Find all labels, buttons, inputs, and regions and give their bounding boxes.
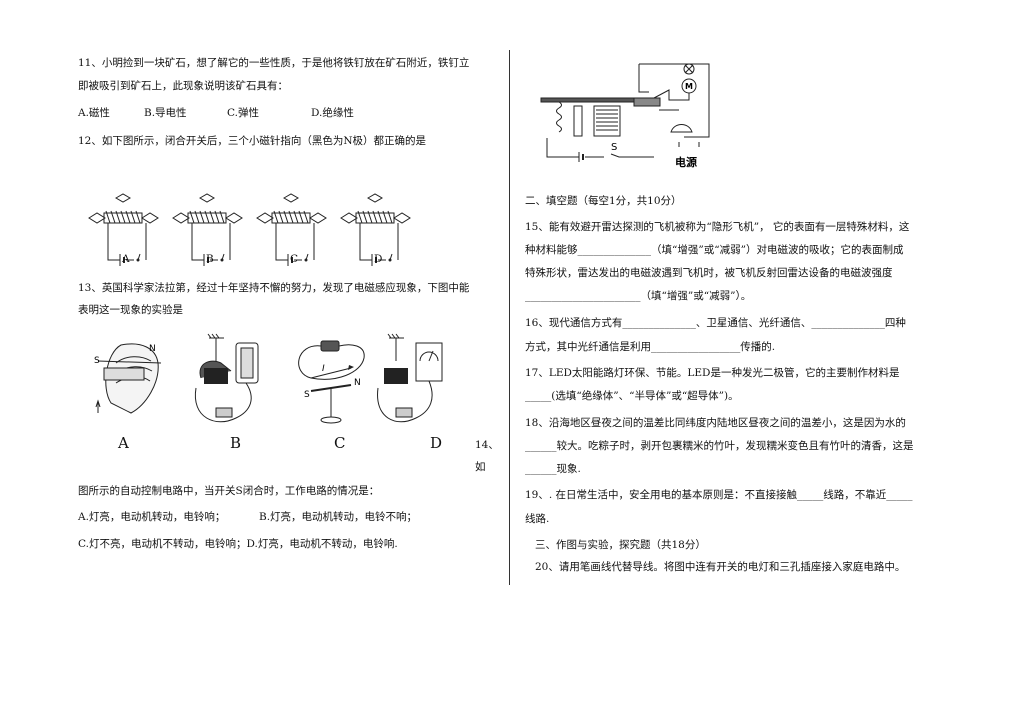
- q13-fig-c: I S N: [298, 340, 365, 424]
- switch-label: S: [611, 142, 617, 153]
- q14-option-a: A.灯亮，电动机转动，电铃响；: [78, 511, 226, 523]
- q13-fig-a: S N: [94, 343, 162, 414]
- q13-line2: 表明这一现象的实验是: [78, 304, 183, 316]
- q13-fig-c-n: N: [354, 378, 361, 388]
- q14-relay-figure: M S 电源: [540, 63, 710, 169]
- section-3-heading: 三、作图与实验，探究题（共18分）: [535, 539, 706, 551]
- q13-fig-a-s: S: [94, 356, 100, 366]
- q13-fig-c-s: S: [304, 390, 310, 400]
- q13-label-c: C: [334, 434, 346, 452]
- q11-line1: 11、小明捡到一块矿石，想了解它的一些性质，于是他将铁钉放在矿石附近，铁钉立: [78, 57, 470, 69]
- q14-number-cont: 如: [475, 461, 486, 473]
- q14-number: 14、: [475, 439, 499, 451]
- q15-line2: 种材料能够______________（填“增强”或“减弱”）对电磁波的吸收；它…: [525, 244, 904, 256]
- q12-circuit-b: [172, 193, 243, 266]
- q15-line3: 特殊形状，雷达发出的电磁波遇到飞机时，被飞机反射回雷达设备的电磁波强度: [525, 267, 893, 279]
- q19-line2: 线路.: [525, 513, 550, 525]
- q15-line4: ______________________（填“增强”或“减弱”）。: [525, 290, 752, 302]
- q13-label-d: D: [430, 434, 443, 452]
- section-2-heading: 二、填空题（每空1分，共10分）: [525, 195, 682, 207]
- q17-line2: _____(选填“绝缘体”、“半导体”或“超导体”)。: [525, 390, 739, 402]
- q13-fig-d: [377, 333, 443, 423]
- q12-label-b: B: [206, 253, 214, 265]
- q13-label-b: B: [230, 434, 242, 452]
- q13-fig-c-i: I: [322, 364, 325, 374]
- q11-option-c: C.弹性: [227, 107, 259, 119]
- q18-line3: ______现象.: [525, 463, 581, 475]
- q11-option-a: A.磁性: [78, 107, 110, 119]
- q12-solenoid-figure: [88, 193, 411, 266]
- q18-line2: ______较大。吃粽子时，剥开包裹糯米的竹叶，发现糯米变色且有竹叶的清香，这是: [525, 440, 914, 452]
- q14-option-cd: C.灯不亮，电动机不转动，电铃响；D.灯亮，电动机不转动，电铃响.: [78, 538, 398, 550]
- q14-line1: 图所示的自动控制电路中，当开关S闭合时，工作电路的情况是：: [78, 485, 380, 497]
- q16-line1: 16、现代通信方式有______________、卫星通信、光纤通信、_____…: [525, 317, 906, 329]
- q13-fig-b: [194, 333, 259, 423]
- q18-line1: 18、沿海地区昼夜之间的温差比同纬度内陆地区昼夜之间的温差小，这是因为水的: [525, 417, 906, 429]
- q12-circuit-a: [88, 193, 159, 266]
- q12-line1: 12、如下图所示，闭合开关后，三个小磁针指向（黑色为N极）都正确的是: [78, 135, 427, 147]
- q11-option-b: B.导电性: [144, 107, 187, 119]
- q13-line1: 13、英国科学家法拉第，经过十年坚持不懈的努力，发现了电磁感应现象，下图中能: [78, 282, 470, 294]
- q12-circuit-d: [340, 193, 411, 266]
- q15-line1: 15、能有效避开雷达探测的飞机被称为“隐形飞机”， 它的表面有一层特殊材料，这: [525, 221, 910, 233]
- power-label: 电源: [675, 155, 697, 169]
- q13-experiment-figure: S N I S N: [94, 333, 443, 424]
- q11-line2: 即被吸引到矿石上，此现象说明该矿石具有：: [78, 80, 288, 92]
- q12-label-a: A: [122, 253, 130, 265]
- q11-option-d: D.绝缘性: [311, 107, 354, 119]
- column-divider: [509, 50, 510, 585]
- q13-fig-a-n: N: [149, 344, 156, 354]
- q16-line2: 方式，其中光纤通信是利用_________________传播的.: [525, 341, 776, 353]
- q17-line1: 17、LED太阳能路灯环保、节能。LED是一种发光二极管，它的主要制作材料是: [525, 367, 900, 379]
- q13-label-a: A: [118, 434, 129, 452]
- q19-line1: 19、. 在日常生活中，安全用电的基本原则是：不直接接触_____线路，不靠近_…: [525, 489, 913, 501]
- q14-option-b: B.灯亮，电动机转动，电铃不响；: [259, 511, 418, 523]
- q12-circuit-c: [256, 193, 327, 266]
- q12-label-c: C: [290, 253, 299, 265]
- q12-label-d: D: [374, 253, 383, 265]
- q20-line1: 20、请用笔画线代替导线。将图中连有开关的电灯和三孔插座接入家庭电路中。: [535, 561, 906, 573]
- motor-label: M: [685, 82, 693, 91]
